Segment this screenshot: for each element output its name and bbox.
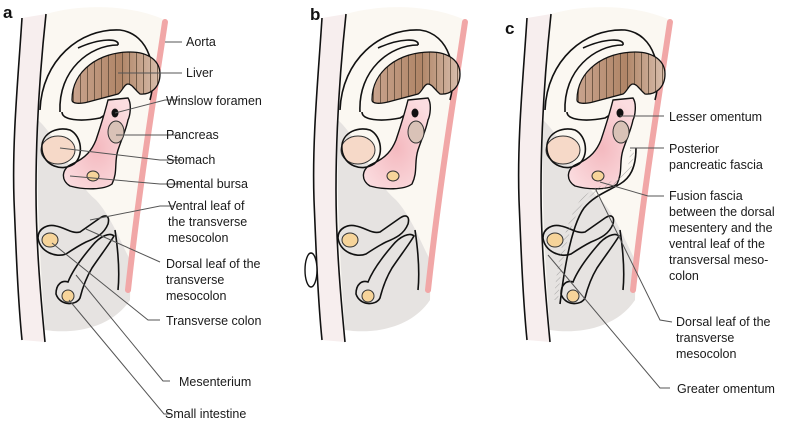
- panel-c-drawing: [519, 7, 670, 342]
- label-transverse-colon: Transverse colon: [166, 314, 261, 328]
- panel-letter-a: a: [3, 3, 13, 22]
- panel-c: c Lesser omentum Posterior pancreatic fa…: [505, 7, 778, 396]
- leader-lines-a: [51, 41, 182, 415]
- fusion-fascia-band: [554, 149, 634, 301]
- leader-lines-c: [547, 115, 673, 389]
- label-posterior-pancreatic-fascia: Posterior pancreatic fascia: [669, 142, 763, 172]
- label-fusion-fascia: Fusion fascia between the dorsal mesente…: [669, 189, 778, 283]
- label-greater-omentum: Greater omentum: [677, 382, 775, 396]
- external-loop: [304, 252, 318, 288]
- panel-letter-b: b: [310, 5, 320, 24]
- panel-b-drawing: [314, 7, 465, 342]
- label-ventral-leaf: Ventral leaf of the transverse mesocolon: [168, 199, 251, 245]
- panel-a: a Aorta Liver Winslow foramen Pancreas S…: [3, 3, 264, 421]
- label-aorta: Aorta: [186, 35, 216, 49]
- label-mesenterium: Mesenterium: [179, 375, 251, 389]
- panel-b: b: [304, 5, 465, 342]
- label-omental-bursa: Omental bursa: [166, 177, 248, 191]
- label-lesser-omentum: Lesser omentum: [669, 110, 762, 124]
- label-dorsal-leaf: Dorsal leaf of the transverse mesocolon: [166, 257, 264, 303]
- label-small-intestine: Small intestine: [165, 407, 246, 421]
- label-winslow-foramen: Winslow foramen: [166, 94, 262, 108]
- label-liver: Liver: [186, 66, 213, 80]
- fusion-fascia-outline: [559, 147, 637, 305]
- label-stomach: Stomach: [166, 153, 215, 167]
- label-pancreas: Pancreas: [166, 128, 219, 142]
- panel-letter-c: c: [505, 19, 514, 38]
- label-dorsal-leaf-c: Dorsal leaf of the transverse mesocolon: [676, 315, 774, 361]
